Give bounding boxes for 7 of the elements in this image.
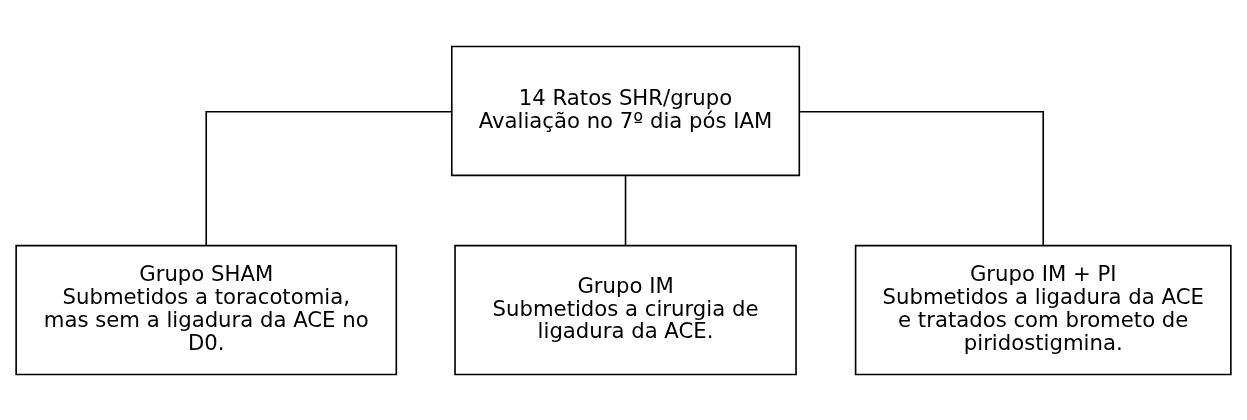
- connector: [624, 174, 627, 246]
- node-box: Grupo IM Submetidos a cirurgia de ligadura da ACE.: [454, 244, 797, 375]
- node-box: Grupo SHAM Submetidos a toracotomia, mas sem a ligadura da ACE no D0.: [15, 244, 398, 375]
- node-box: 14 Ratos SHR/grupo Avaliação no 7º dia pós IAM: [450, 45, 801, 176]
- node-box: Grupo IM + PI Submetidos a ligadura da ACE e tratados com brometo de piridostigmina.: [854, 244, 1232, 375]
- connector: [205, 110, 453, 246]
- connector: [798, 110, 1045, 246]
